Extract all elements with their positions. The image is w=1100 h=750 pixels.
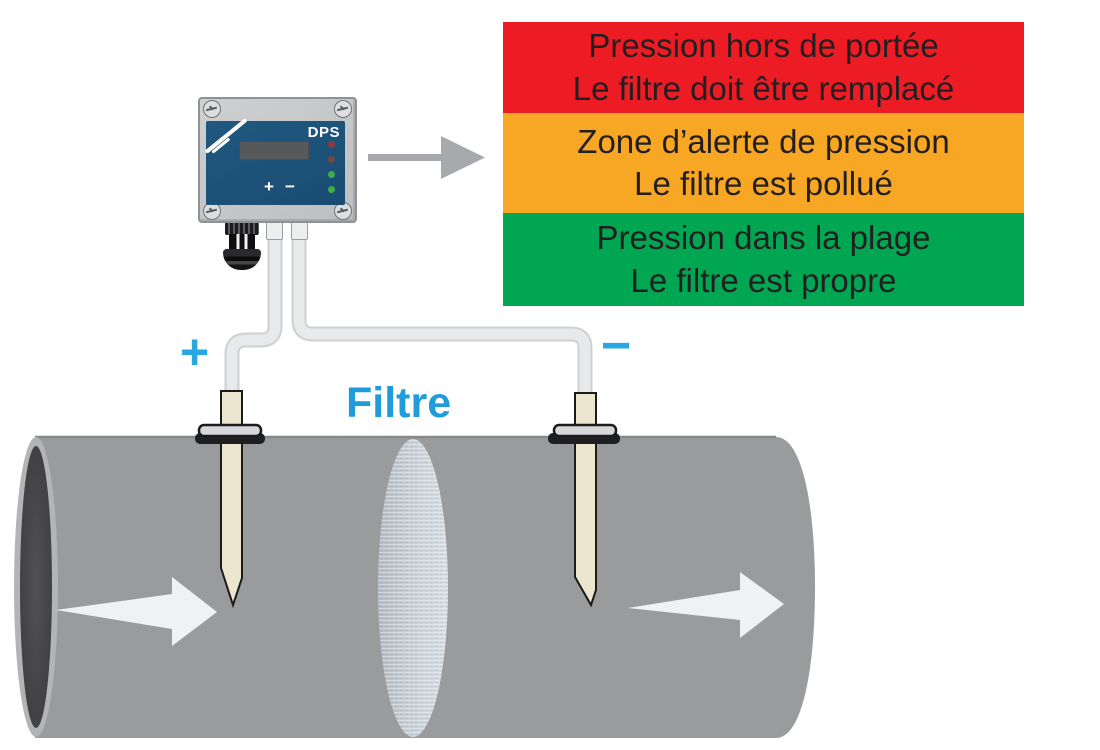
legend-line: Le filtre doit être remplacé <box>572 69 955 107</box>
flow-arrow-inlet <box>56 577 217 646</box>
flange-minus <box>548 423 620 444</box>
status-legend: Pression hors de portée Le filtre doit ê… <box>503 22 1024 306</box>
cable-gland-body <box>229 234 255 250</box>
dps-device: DPS + − <box>198 97 357 223</box>
legend-zone-out-of-range: Pression hors de portée Le filtre doit ê… <box>503 22 1024 113</box>
status-led-icon <box>328 156 335 163</box>
probe-minus <box>574 392 597 608</box>
device-model-label: DPS <box>307 124 340 141</box>
cable-gland-nut <box>225 220 259 235</box>
led-column <box>328 141 335 193</box>
legend-line: Le filtre est pollué <box>634 165 893 202</box>
tube-connector <box>291 221 308 240</box>
cable-gland-dome <box>223 249 261 270</box>
legend-zone-in-range: Pression dans la plage Le filtre est pro… <box>503 213 1024 306</box>
flow-arrow-outlet <box>628 572 784 638</box>
plus-port-label: + <box>180 324 210 380</box>
minus-port-label: − <box>601 317 632 375</box>
panel-plus-label: + <box>264 177 274 196</box>
filter-disc-texture <box>378 439 448 737</box>
screw-icon <box>334 100 352 118</box>
status-led-icon <box>328 186 335 193</box>
pipe-end-opening <box>20 446 52 728</box>
tube-connector <box>266 221 283 240</box>
legend-line: Pression hors de portée <box>588 27 939 65</box>
legend-pointer-arrow <box>368 136 485 179</box>
device-front-panel: DPS + − <box>204 117 345 205</box>
flange-plus <box>195 423 265 444</box>
device-lcd-display <box>239 141 309 160</box>
legend-line: Pression dans la plage <box>596 219 931 257</box>
legend-line: Le filtre est propre <box>630 261 897 299</box>
tube-plus <box>226 237 281 392</box>
status-led-icon <box>328 141 335 148</box>
legend-line: Zone d’alerte de pression <box>577 122 950 160</box>
filter-label: Filtre <box>346 379 452 427</box>
probe-plus <box>220 390 243 609</box>
panel-minus-label: − <box>284 177 295 196</box>
screw-icon <box>203 100 221 118</box>
tube-minus <box>293 237 591 394</box>
status-led-icon <box>328 171 335 178</box>
legend-zone-alert: Zone d’alerte de pression Le filtre est … <box>503 113 1024 213</box>
panel-port-labels: + − <box>264 177 295 197</box>
